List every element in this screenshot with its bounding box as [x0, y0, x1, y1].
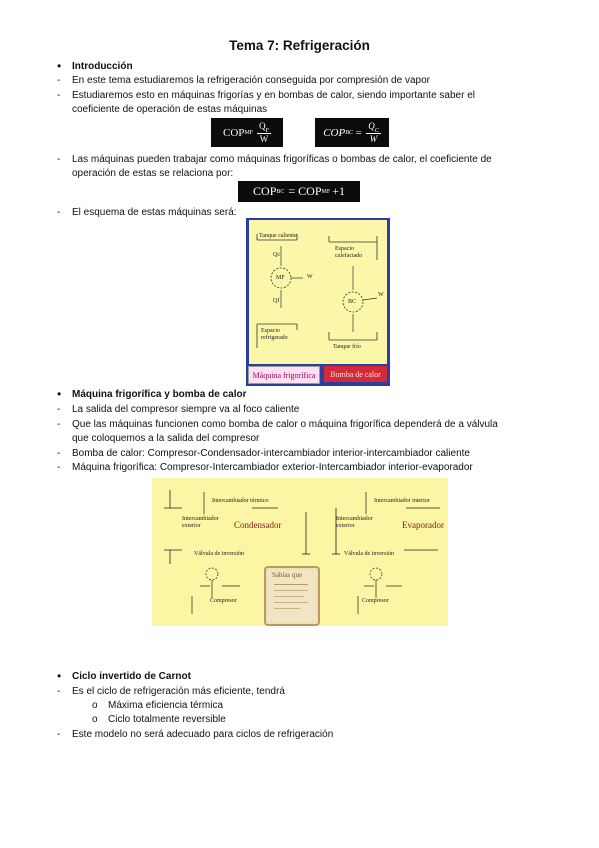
- bullet-marker: •: [57, 669, 62, 683]
- label-qf: Qf: [273, 298, 280, 304]
- dash-marker: -: [57, 419, 61, 430]
- formula-sub: MF: [244, 129, 254, 136]
- formula-sub: MF: [321, 188, 331, 195]
- tab-refrigerator: Máquina frigorífica: [248, 366, 320, 384]
- bullet-marker: •: [57, 59, 62, 73]
- scroll-line: [274, 596, 304, 597]
- label-interior-exchanger: Intercambiador interior: [374, 498, 430, 504]
- formula-sub: BC: [276, 188, 285, 195]
- formula-text: COP: [323, 126, 346, 139]
- maquina-line-2b: que coloquemos a la salida del compresor: [72, 433, 260, 444]
- formula-fraction: QC W: [366, 120, 381, 145]
- intro-line-4: El esquema de estas máquinas será:: [72, 207, 237, 218]
- label-compressor: Compresor: [210, 598, 237, 604]
- scroll-line: [274, 584, 308, 585]
- maquina-line-2a: Que las máquinas funcionen como bomba de…: [72, 419, 498, 430]
- carnot-sub-2: Ciclo totalmente reversible: [108, 714, 226, 725]
- formula-sub: BC: [345, 129, 353, 136]
- sub-marker: o: [92, 700, 98, 711]
- label-bc: BC: [348, 299, 357, 305]
- label-reversing-valve: Válvula de inversión: [344, 551, 394, 557]
- label-w: W: [378, 292, 384, 298]
- cycle-lines: [164, 490, 440, 614]
- sub-marker: o: [92, 714, 98, 725]
- intro-line-3b: operación de estas se relaciona por:: [72, 168, 234, 179]
- dash-marker: -: [57, 448, 61, 459]
- page-title: Tema 7: Refrigeración: [229, 38, 370, 53]
- bullet-marker: •: [57, 387, 62, 401]
- section-heading-intro: Introducción: [72, 61, 133, 72]
- maquina-line-1: La salida del compresor siempre va al fo…: [72, 404, 300, 415]
- label-mf: MF: [276, 275, 285, 281]
- dash-marker: -: [57, 90, 61, 101]
- scroll-line: [274, 590, 308, 591]
- figure-background: Tanque caliente Espacio calefactado Qc M…: [249, 220, 387, 364]
- formula-den: W: [259, 134, 269, 145]
- scroll-title: Sabías que: [272, 571, 303, 579]
- label-condenser: Condensador: [234, 520, 282, 530]
- formula-num-sub: C: [374, 127, 379, 134]
- dash-marker: -: [57, 207, 61, 218]
- formula-fraction: QF W: [257, 120, 271, 145]
- dash-marker: -: [57, 154, 61, 165]
- formula-eq: = COP: [288, 184, 322, 198]
- scroll-line: [274, 608, 300, 609]
- label-compressor: Compresor: [362, 598, 389, 604]
- dash-marker: -: [57, 75, 61, 86]
- label-refrigerated-space: Espacio refrigerado: [261, 328, 288, 341]
- carnot-line-1: Es el ciclo de refrigeración más eficien…: [72, 686, 285, 697]
- formula-num: Q: [368, 120, 375, 131]
- intro-line-1: En este tema estudiaremos la refrigeraci…: [72, 75, 430, 86]
- maquina-line-4: Máquina frigorífica: Compresor-Intercamb…: [72, 462, 473, 473]
- formula-num: Q: [259, 120, 266, 131]
- label-heated-space: Espacio calefactado: [335, 246, 363, 259]
- machine-scheme-figure: Tanque caliente Espacio calefactado Qc M…: [246, 218, 390, 386]
- dash-marker: -: [57, 462, 61, 473]
- label-exterior-exchanger: Intercambiador exterior: [182, 516, 219, 529]
- label-cold-tank: Tanque frío: [333, 344, 361, 350]
- formula-gap: [283, 118, 315, 147]
- scheme-lines: [256, 234, 378, 348]
- label-evaporator: Evaporador: [402, 520, 444, 530]
- section-heading-carnot: Ciclo invertido de Carnot: [72, 671, 191, 682]
- tab-heat-pump: Bomba de calor: [324, 366, 387, 382]
- formula-plus: +1: [332, 184, 345, 198]
- formula-text: COP: [253, 184, 277, 198]
- formula-den: W: [369, 134, 378, 145]
- intro-line-2a: Estudiaremos esto en máquinas frigorías …: [72, 90, 475, 101]
- intro-line-2b: coeficiente de operación de estas máquin…: [72, 104, 268, 115]
- did-you-know-scroll: Sabías que: [264, 566, 320, 626]
- heat-pump-cycle-figure: Intercambiador térmico Intercambiador ex…: [152, 478, 448, 626]
- carnot-sub-1: Máxima eficiencia térmica: [108, 700, 224, 711]
- label-qc: Qc: [273, 252, 280, 258]
- label-reversing-valve: Válvula de inversión: [194, 551, 244, 557]
- label-thermal-exchanger: Intercambiador térmico: [212, 498, 269, 504]
- label-exterior-exchanger: Intercambiador exterior: [336, 516, 373, 529]
- label-hot-tank: Tanque caliente: [259, 233, 297, 239]
- formula-eq: =: [354, 126, 363, 139]
- maquina-line-3: Bomba de calor: Compresor-Condensador-in…: [72, 448, 470, 459]
- dash-marker: -: [57, 686, 61, 697]
- scroll-line: [274, 602, 308, 603]
- dash-marker: -: [57, 729, 61, 740]
- intro-line-3a: Las máquinas pueden trabajar como máquin…: [72, 154, 492, 165]
- section-heading-maquina: Máquina frigorífica y bomba de calor: [72, 389, 247, 400]
- carnot-line-2: Este modelo no será adecuado para ciclos…: [72, 729, 334, 740]
- dash-marker: -: [57, 404, 61, 415]
- label-w: W: [307, 274, 313, 280]
- formula-num-sub: F: [265, 127, 269, 134]
- formula-text: COP: [223, 126, 245, 139]
